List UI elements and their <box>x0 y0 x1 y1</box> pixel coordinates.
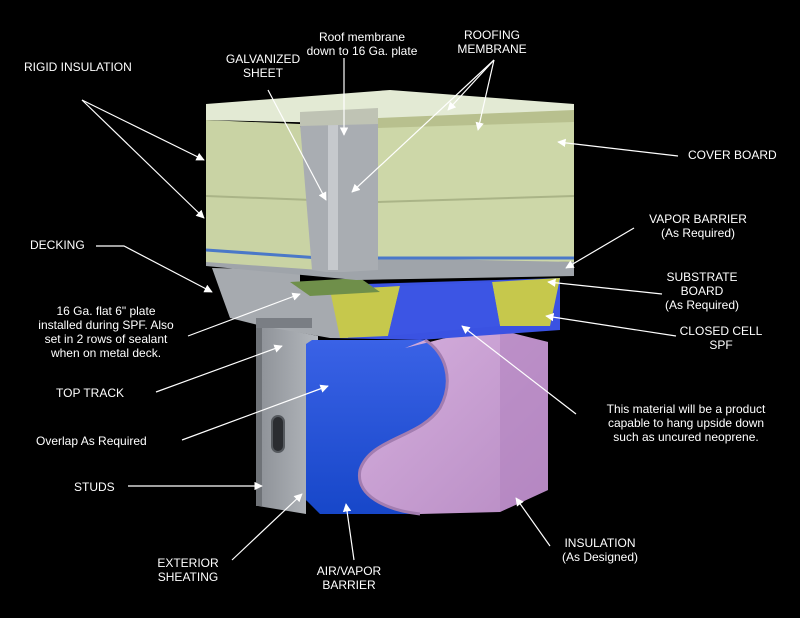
label-decking: DECKING <box>30 238 85 252</box>
insulation-seam-right <box>377 195 575 203</box>
leader-rigid-insulation-2 <box>81 99 205 219</box>
rigid-insulation-right <box>378 110 574 262</box>
label-material-note: This material will be a product capable … <box>606 402 766 444</box>
leader-rigid-insulation-1 <box>81 99 205 161</box>
leader-galvanized-sheet <box>267 89 327 201</box>
label-galvanized-sheet: GALVANIZED SHEET <box>225 52 301 80</box>
metal-decking <box>212 268 348 338</box>
label-exterior-sheating: EXTERIOR SHEATING <box>157 556 219 584</box>
deck-flute-left <box>330 286 400 338</box>
stud-edge <box>256 326 262 506</box>
leader-vapor-barrier <box>565 227 635 269</box>
leader-insulation <box>515 497 551 547</box>
ga16-plate <box>290 278 380 296</box>
leader-cover-board <box>557 138 679 157</box>
leader-air-vapor-barrier <box>342 503 355 561</box>
label-closed-cell-spf: CLOSED CELL SPF <box>679 324 763 352</box>
insulation-seam-left <box>205 195 313 201</box>
stud-wall <box>258 324 318 514</box>
leader-roofing-membrane-2 <box>447 59 495 111</box>
leader-top-track <box>155 344 283 393</box>
cover-board-lip <box>378 110 574 128</box>
leader-lines <box>81 58 679 561</box>
leader-plate-note <box>187 292 301 337</box>
galvanized-sheet-edge <box>328 120 338 270</box>
deck-rib <box>388 282 500 336</box>
deck-flute-right <box>492 278 560 326</box>
roofing-membrane-step <box>300 108 378 126</box>
roof-insulation-block <box>205 90 575 272</box>
stud-knockout <box>271 415 285 453</box>
deck-assembly <box>206 250 574 340</box>
label-plate-note: 16 Ga. flat 6" plate installed during SP… <box>38 304 174 360</box>
label-roof-membrane-note: Roof membrane down to 16 Ga. plate <box>306 30 418 58</box>
label-insulation: INSULATION (As Designed) <box>561 536 639 564</box>
leader-substrate-board <box>547 278 663 295</box>
insulation-side <box>500 330 548 512</box>
leader-decking <box>96 245 213 293</box>
leader-material-note <box>461 325 577 415</box>
leader-closed-cell-spf <box>545 312 677 337</box>
leader-roofing-membrane-1 <box>351 59 495 193</box>
label-studs: STUDS <box>74 480 115 494</box>
galvanized-sheet <box>300 118 378 272</box>
label-rigid-insulation: RIGID INSULATION <box>24 60 132 74</box>
label-overlap: Overlap As Required <box>36 434 147 448</box>
insulation-curve-edge <box>358 338 449 516</box>
leader-roofing-membrane-3 <box>475 59 495 131</box>
label-top-track: TOP TRACK <box>56 386 125 400</box>
label-roofing-membrane: ROOFING MEMBRANE <box>457 28 527 56</box>
label-vapor-barrier: VAPOR BARRIER (As Required) <box>649 212 747 240</box>
leader-overlap <box>181 384 329 441</box>
top-track <box>256 318 312 328</box>
label-air-vapor-barrier: AIR/VAPOR BARRIER <box>316 564 382 592</box>
rigid-insulation-left <box>206 120 320 270</box>
leader-exterior-sheating <box>231 493 303 561</box>
label-cover-board: COVER BOARD <box>688 148 777 162</box>
wall-assembly <box>256 324 548 516</box>
label-substrate-board: SUBSTRATE BOARD (As Required) <box>664 270 740 312</box>
air-vapor-barrier-layer <box>306 340 448 514</box>
